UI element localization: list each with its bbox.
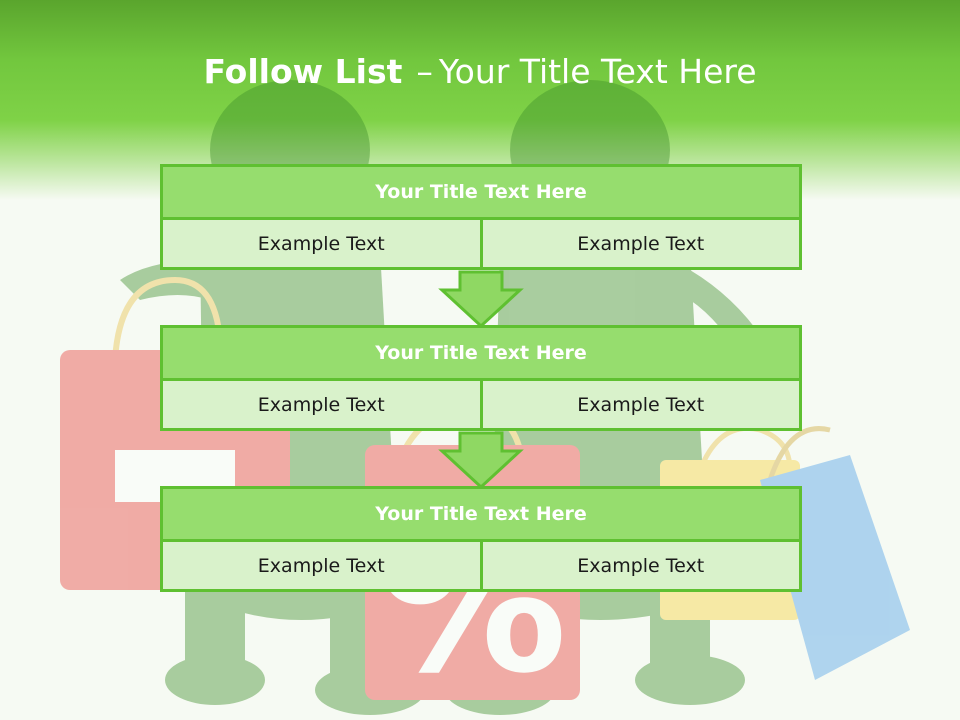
title-dash: –: [416, 52, 433, 91]
left-figure-foot: [165, 655, 265, 705]
panel-cell-left: Example Text: [160, 542, 483, 592]
list-panel-2: Your Title Text Here Example Text Exampl…: [160, 325, 802, 431]
left-figure-arm: [120, 260, 210, 300]
panel-cell-left: Example Text: [160, 381, 483, 431]
title-rest: Your Title Text Here: [438, 52, 757, 91]
panel-heading: Your Title Text Here: [160, 164, 802, 220]
panel-row: Example Text Example Text: [160, 381, 802, 431]
list-panel-3: Your Title Text Here Example Text Exampl…: [160, 486, 802, 592]
list-panel-1: Your Title Text Here Example Text Exampl…: [160, 164, 802, 270]
panel-cell-right: Example Text: [482, 542, 802, 592]
right-figure-foot-2: [635, 655, 745, 705]
panel-row: Example Text Example Text: [160, 542, 802, 592]
title-bold: Follow List: [203, 52, 403, 91]
red-bag-handle: [112, 276, 223, 361]
panel-cell-right: Example Text: [482, 381, 802, 431]
right-figure-foot: [445, 665, 555, 715]
panel-cell-right: Example Text: [482, 220, 802, 270]
slide-title: Follow List–Your Title Text Here: [0, 52, 960, 91]
panel-heading: Your Title Text Here: [160, 486, 802, 542]
panel-heading: Your Title Text Here: [160, 325, 802, 381]
panel-row: Example Text Example Text: [160, 220, 802, 270]
panel-cell-left: Example Text: [160, 220, 483, 270]
down-arrow-icon: [438, 431, 524, 490]
down-arrow-icon: [438, 270, 524, 329]
left-figure-foot-2: [315, 665, 425, 715]
